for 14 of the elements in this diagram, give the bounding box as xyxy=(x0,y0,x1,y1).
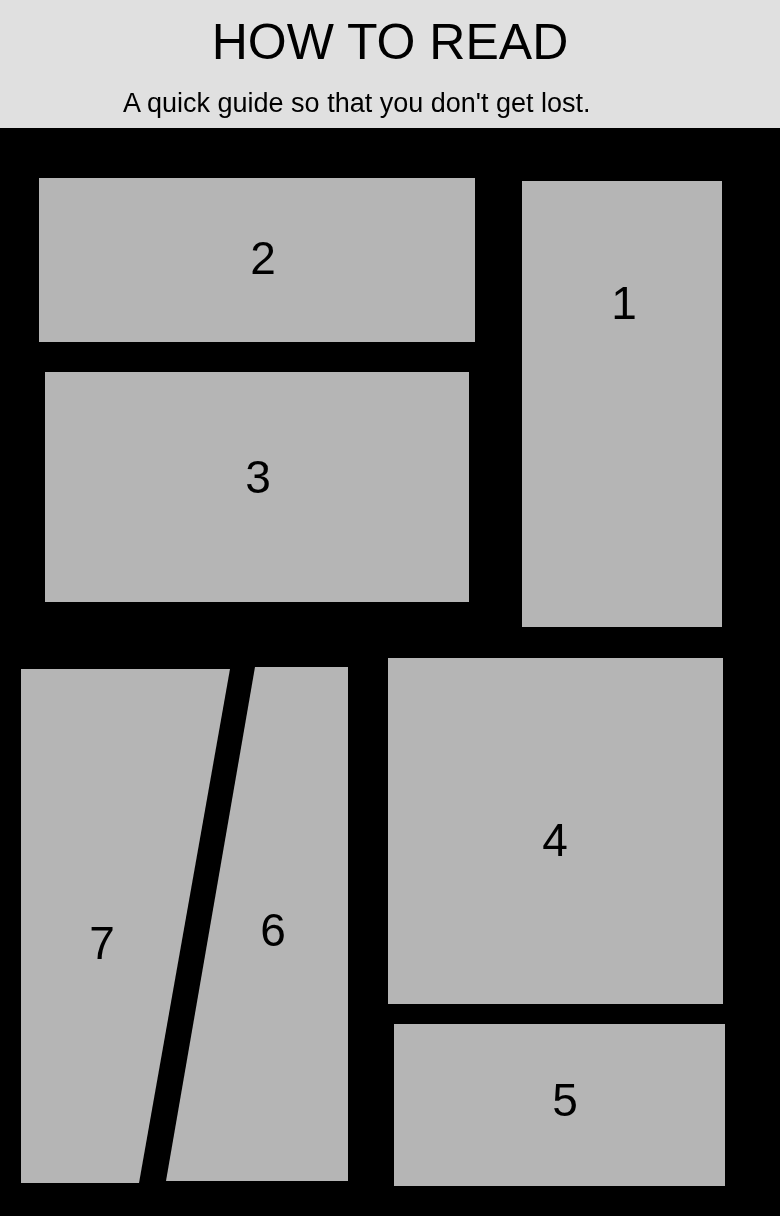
comic-panel xyxy=(388,658,723,1004)
panel-number: 7 xyxy=(89,917,115,969)
comic-panel xyxy=(45,372,469,602)
subtitle: A quick guide so that you don't get lost. xyxy=(123,87,591,120)
panel-number: 1 xyxy=(611,277,637,329)
panel-number: 2 xyxy=(250,232,276,284)
panel-number: 6 xyxy=(260,904,286,956)
panel-number: 4 xyxy=(542,814,568,866)
comic-panel xyxy=(394,1024,725,1186)
panel-number: 3 xyxy=(245,451,271,503)
comic-panel xyxy=(522,181,722,627)
title: HOW TO READ xyxy=(210,13,570,72)
panel-number: 5 xyxy=(552,1074,578,1126)
comic-panel xyxy=(39,178,475,342)
